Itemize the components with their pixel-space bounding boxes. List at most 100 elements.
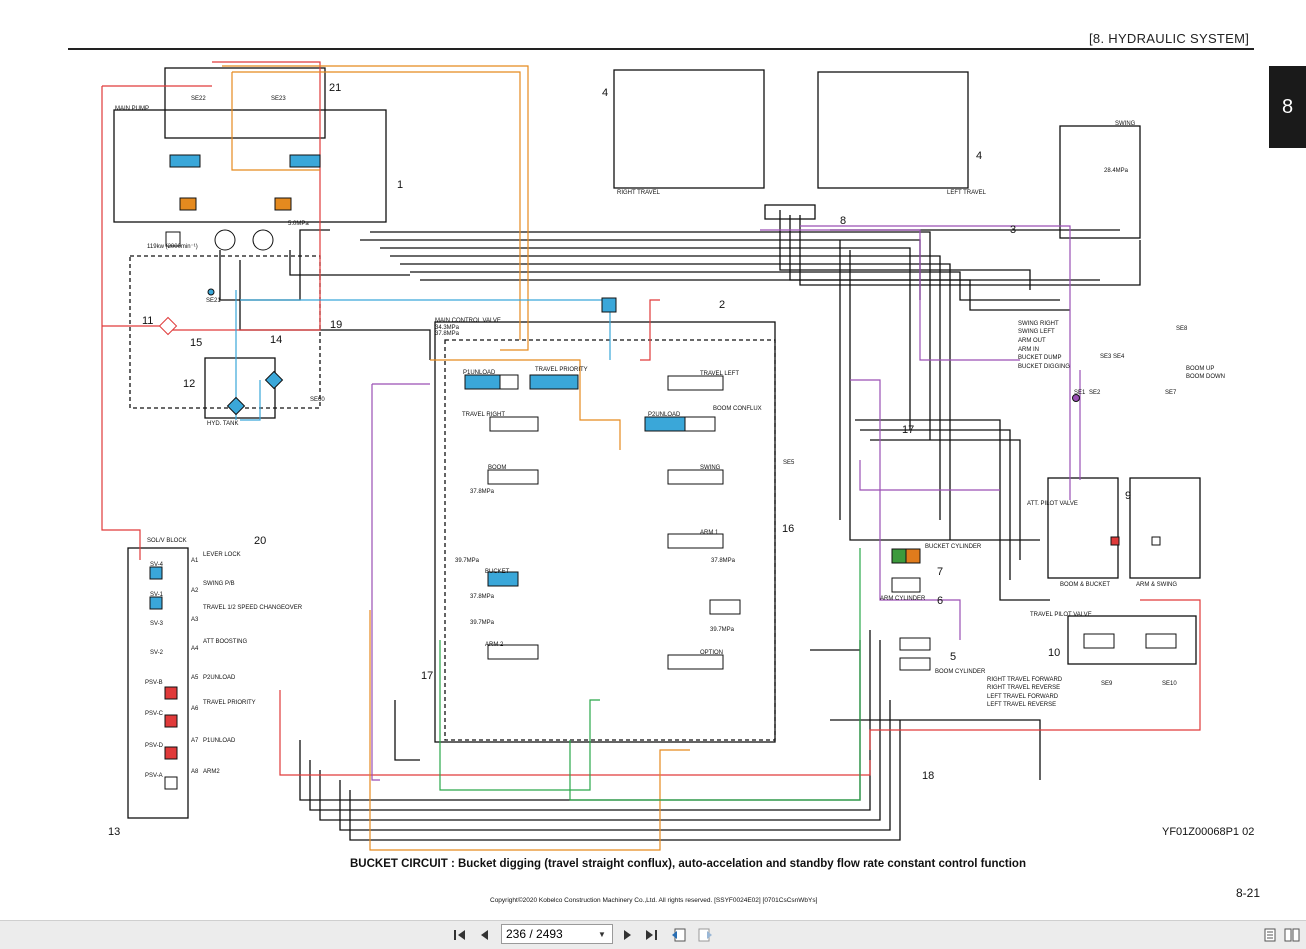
att-pilot-valve-lh xyxy=(1129,477,1201,579)
label-valve-section: ARM 1 xyxy=(700,530,719,536)
previous-view-icon[interactable] xyxy=(670,925,688,945)
swivel-joint xyxy=(764,204,816,220)
label-pilot-line: ARM IN xyxy=(1018,347,1039,353)
label-pressure: 5.0MPa xyxy=(288,221,309,227)
label-boom-cylinder: BOOM CYLINDER xyxy=(935,669,986,675)
label-solenoid-port: A5 xyxy=(191,675,199,681)
diagram-labels: MAIN PUMP MAIN CONTROL VALVE HYD. TANK S… xyxy=(115,96,1225,779)
valve-spools xyxy=(149,154,1177,790)
single-page-view-icon[interactable] xyxy=(1262,925,1278,945)
label-boom-line: BOOM UP xyxy=(1186,366,1214,372)
callout-number: 4 xyxy=(976,150,982,162)
label-solenoid-function: ATT BOOSTING xyxy=(203,639,247,645)
next-view-icon[interactable] xyxy=(696,925,714,945)
label-sensor: SE23 xyxy=(271,96,286,102)
callout-number: 3 xyxy=(1010,224,1016,236)
callout-number: 8 xyxy=(840,215,846,227)
callout-number: 15 xyxy=(190,337,202,349)
two-page-view-icon[interactable] xyxy=(1284,925,1300,945)
callout-number: 9 xyxy=(1125,490,1131,502)
label-pressure: 37.8MPa xyxy=(470,594,495,600)
callout-number: 10 xyxy=(1048,647,1060,659)
chevron-down-icon[interactable]: ▼ xyxy=(598,929,606,939)
callout-number: 7 xyxy=(937,566,943,578)
label-solenoid-function: TRAVEL 1/2 SPEED CHANGEOVER xyxy=(203,605,303,611)
label-solenoid-id: PSV-C xyxy=(145,711,164,717)
callout-number: 20 xyxy=(254,535,266,547)
section-header: [8. HYDRAULIC SYSTEM] xyxy=(1089,31,1250,46)
label-solenoid-port: A2 xyxy=(191,588,199,594)
label-solenoid-function: P1UNLOAD xyxy=(203,738,236,744)
label-pressure: 39.7MPa xyxy=(710,627,735,633)
page-number: 8-21 xyxy=(1236,886,1261,900)
copyright-notice: Copyright©2020 Kobelco Construction Mach… xyxy=(490,897,818,904)
label-solenoid-port: A4 xyxy=(191,646,199,652)
swing-motor-box xyxy=(1059,125,1141,239)
label-valve-section: BOOM CONFLUX xyxy=(713,406,762,412)
figure-caption: BUCKET CIRCUIT : Bucket digging (travel … xyxy=(350,858,1026,870)
callout-number: 6 xyxy=(937,595,943,607)
label-valve-section: P1UNLOAD xyxy=(463,370,496,376)
page-number-input[interactable] xyxy=(502,926,596,942)
callout-number: 14 xyxy=(270,334,282,346)
label-boom-line: BOOM DOWN xyxy=(1186,374,1225,380)
label-sensor: SE10 xyxy=(1162,681,1177,687)
left-travel-motor-box xyxy=(817,71,969,189)
last-page-icon[interactable] xyxy=(643,925,659,945)
label-right-travel: RIGHT TRAVEL xyxy=(617,190,661,196)
label-solenoid-port: A7 xyxy=(191,738,199,744)
label-sensor: SE1 xyxy=(1074,390,1086,396)
label-left-travel: LEFT TRAVEL xyxy=(947,190,987,196)
label-sensor: SE7 xyxy=(1165,390,1177,396)
label-sensor: SE9 xyxy=(1101,681,1113,687)
label-main-pump: MAIN PUMP xyxy=(115,106,149,112)
label-sensor: SE8 xyxy=(1176,326,1188,332)
label-valve-section: ARM 2 xyxy=(485,642,504,648)
header-rule xyxy=(68,48,1254,50)
att-pilot-valve-rh xyxy=(1047,477,1119,579)
label-valve-section: SWING xyxy=(700,465,721,471)
label-sensor: SE2 xyxy=(1089,390,1101,396)
first-page-icon[interactable] xyxy=(452,925,468,945)
right-travel-motor-box xyxy=(613,69,765,189)
callout-number: 2 xyxy=(719,299,725,311)
label-solenoid-port: A1 xyxy=(191,558,199,564)
label-bucket-cylinder: BUCKET CYLINDER xyxy=(925,544,982,550)
label-valve-section: TRAVEL PRIORITY xyxy=(535,367,588,373)
label-pilot-line: SWING LEFT xyxy=(1018,329,1055,335)
label-valve-section: BOOM xyxy=(488,465,506,471)
callout-number: 12 xyxy=(183,378,195,390)
label-sensor: SE22 xyxy=(191,96,206,102)
label-valve-section: TRAVEL LEFT xyxy=(700,371,739,377)
label-valve-section: BUCKET xyxy=(485,569,510,575)
label-travel-pilot-valve: TRAVEL PILOT VALVE xyxy=(1030,612,1092,618)
label-arm-cylinder: ARM CYLINDER xyxy=(880,596,926,602)
label-pressure: 37.8MPa xyxy=(435,331,460,337)
main-lines xyxy=(113,67,1201,841)
label-pilot-line: BUCKET DIGGING xyxy=(1018,364,1070,370)
document-page: [8. HYDRAULIC SYSTEM] 8 xyxy=(0,0,1306,920)
callout-number: 13 xyxy=(108,826,120,838)
label-pressure: 39.7MPa xyxy=(455,558,480,564)
chapter-tab[interactable]: 8 xyxy=(1269,66,1306,148)
label-valve-section: TRAVEL RIGHT xyxy=(462,412,505,418)
label-sensor: SE21 xyxy=(206,298,221,304)
label-pressure: 37.8MPa xyxy=(470,489,495,495)
label-sensor: SE4 xyxy=(1113,354,1125,360)
callout-number: 19 xyxy=(330,319,342,331)
label-valve-section: OPTION xyxy=(700,650,723,656)
callout-number: 17 xyxy=(421,670,433,682)
label-valve-section: P2UNLOAD xyxy=(648,412,681,418)
label-main-control-valve: MAIN CONTROL VALVE xyxy=(435,318,501,324)
label-pressure: 34.3MPa xyxy=(435,325,460,331)
label-solenoid-id: SV-1 xyxy=(150,592,164,598)
callout-number: 16 xyxy=(782,523,794,535)
label-sensor: SE60 xyxy=(310,397,325,403)
page-selector[interactable]: ▼ xyxy=(501,924,613,944)
label-solenoid-port: A8 xyxy=(191,769,199,775)
label-travel-line: LEFT TRAVEL FORWARD xyxy=(987,694,1059,700)
previous-page-icon[interactable] xyxy=(476,925,492,945)
label-travel-line: RIGHT TRAVEL REVERSE xyxy=(987,685,1060,691)
next-page-icon[interactable] xyxy=(620,925,636,945)
label-solenoid-id: SV-2 xyxy=(150,650,164,656)
